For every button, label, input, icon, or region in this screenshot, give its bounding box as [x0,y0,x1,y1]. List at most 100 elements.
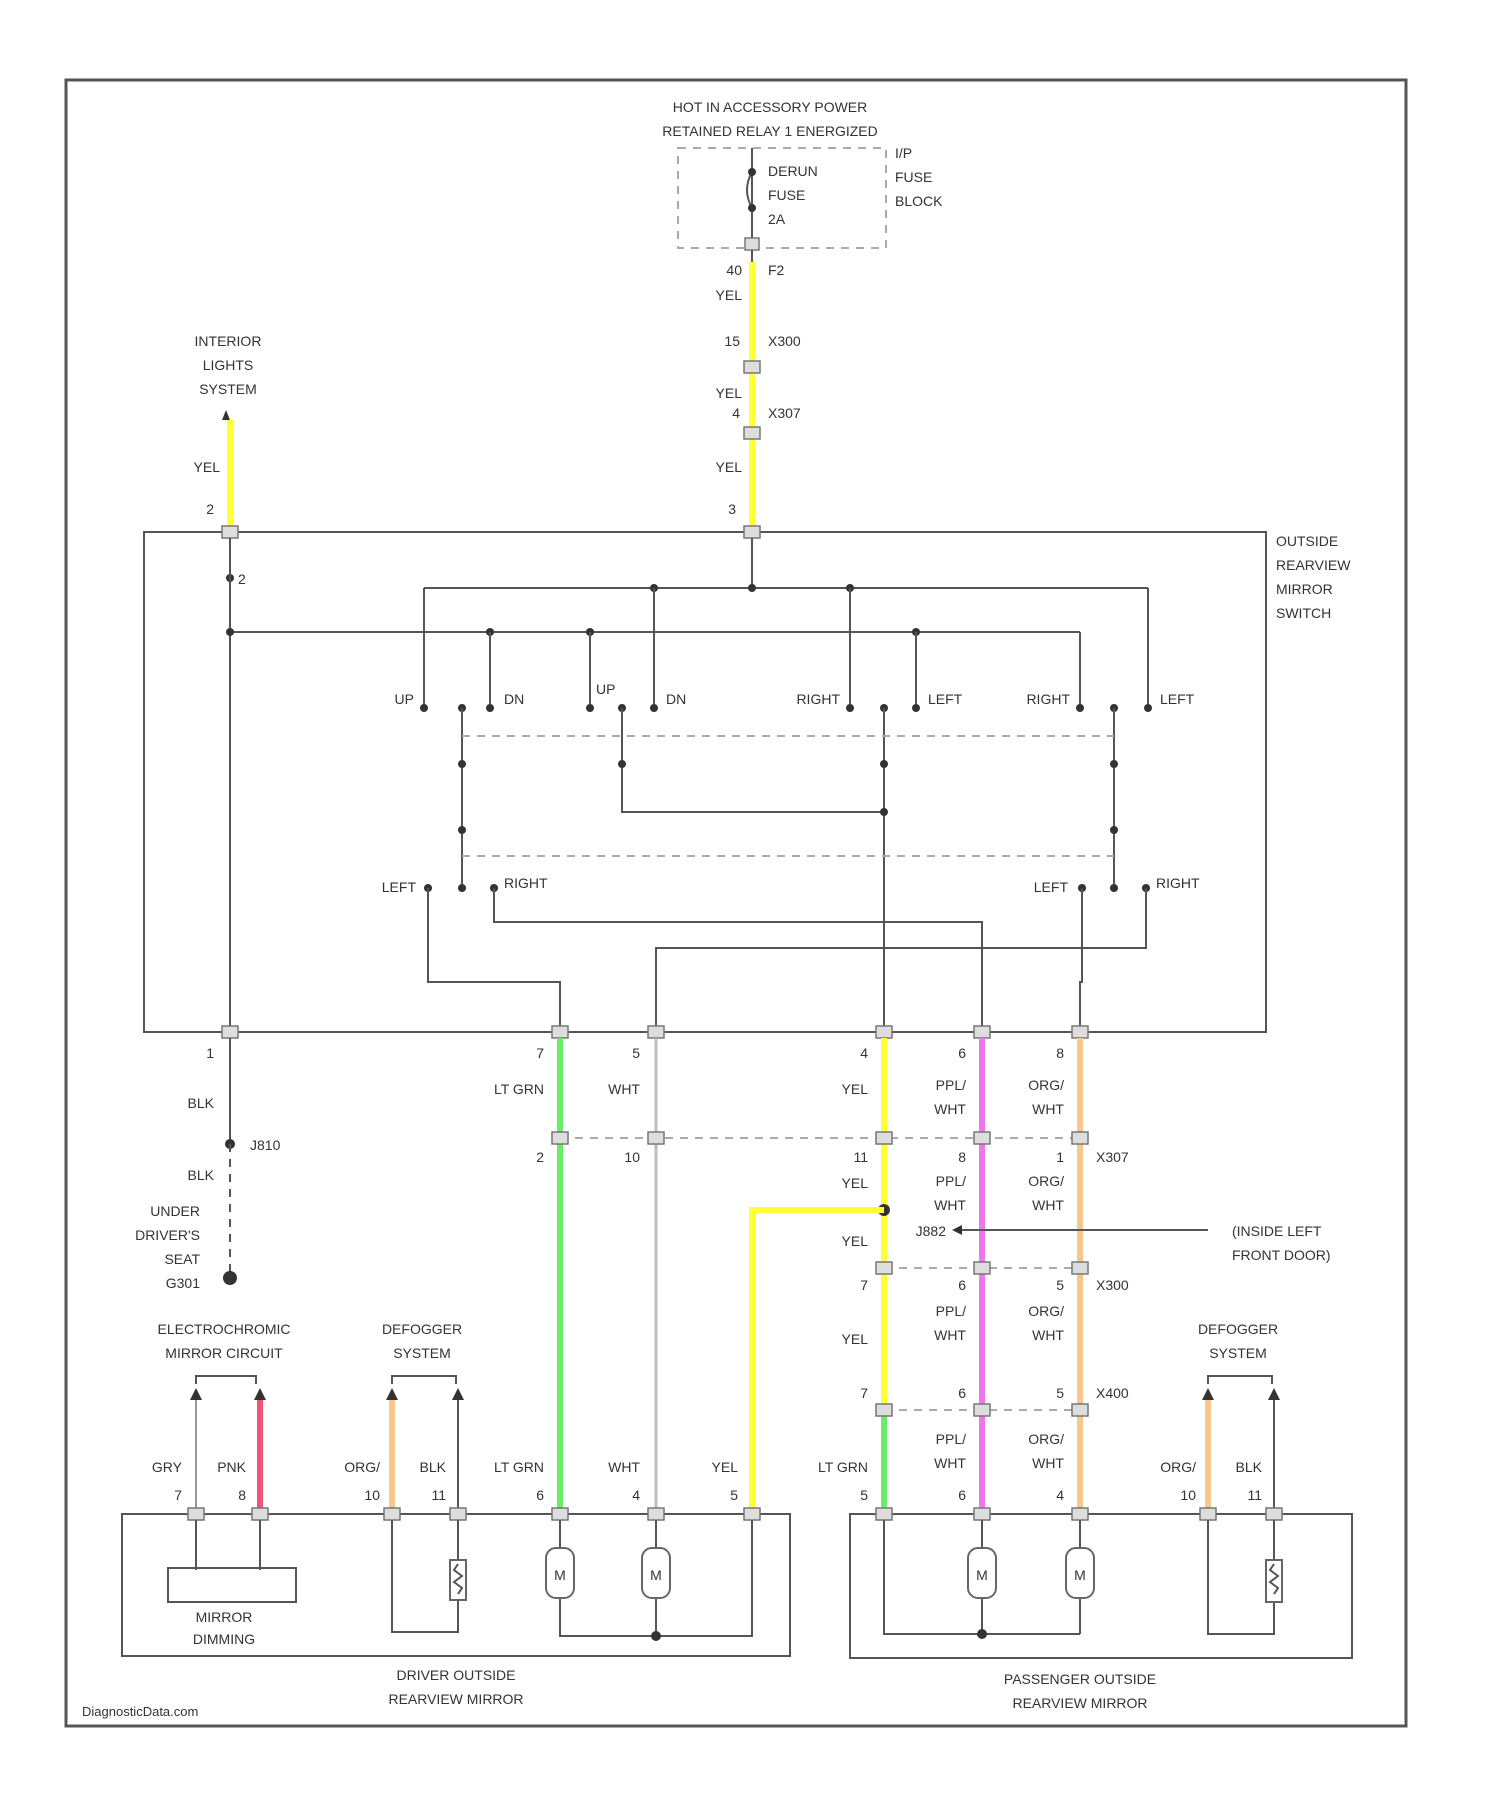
gry-arrow-icon [190,1388,202,1400]
x307-row-name: X307 [1096,1149,1129,1165]
label-dn-2: DN [666,691,686,707]
power-yel-label-3: YEL [716,459,743,475]
ground-label-4: G301 [166,1275,200,1291]
motor-3-label: M [976,1567,988,1583]
x300-row-pin-3: 5 [1056,1277,1064,1293]
switch-label-4: SWITCH [1276,605,1331,621]
ip-label-3: BLOCK [895,193,943,209]
ppl-label-2: PPL/ [936,1173,966,1189]
motor-4-label: M [1074,1567,1086,1583]
label-up-1: UP [395,691,414,707]
def-label-1: DEFOGGER [382,1321,462,1337]
x300-pin: 15 [724,333,740,349]
gry-label: GRY [152,1459,183,1475]
ppl-label-1: PPL/ [936,1077,966,1093]
x307-row-pin-3: 11 [853,1149,868,1165]
interior-arrow-icon [222,410,230,420]
switch-bottom-pin-1: 1 [206,1045,214,1061]
label-dn-1: DN [504,691,524,707]
org-label-4: ORG/ [1028,1431,1064,1447]
org-label-3: ORG/ [1028,1303,1064,1319]
org-arrow-icon-d [386,1388,398,1400]
driver-pin-2: 8 [238,1487,246,1503]
x307-pin: 4 [732,405,740,421]
wht-sub-label-2: WHT [1032,1101,1064,1117]
passenger-pin-1: 5 [860,1487,868,1503]
driver-name-2: REARVIEW MIRROR [388,1691,523,1707]
x307-row-pin-5: 1 [1056,1149,1064,1165]
label-right-2: RIGHT [1026,691,1070,707]
switch-drops [424,588,1148,706]
switch-bottom-pin-2: 7 [536,1045,544,1061]
x400-row-name: X400 [1096,1385,1129,1401]
x307-row-pin-2: 10 [624,1149,640,1165]
wht-label-1: WHT [608,1081,640,1097]
org-label-p: ORG/ [1160,1459,1196,1475]
j882-arrow-icon [952,1225,962,1235]
ppl-label-3: PPL/ [936,1303,966,1319]
passenger-name-1: PASSENGER OUTSIDE [1004,1671,1156,1687]
wht-label-2: WHT [608,1459,640,1475]
passenger-pin-3: 4 [1056,1487,1064,1503]
driver-pin-1: 7 [174,1487,182,1503]
yel-label-r2: YEL [842,1175,869,1191]
dim-label-1: MIRROR [196,1609,253,1625]
passenger-common-dot [977,1629,987,1639]
x307-name: X307 [768,405,801,421]
pnk-arrow-icon [254,1388,266,1400]
contact-dot-a [880,808,888,816]
lt-grn-label-r: LT GRN [818,1459,868,1475]
ppl-label-4: PPL/ [936,1431,966,1447]
blk-label-d: BLK [420,1459,447,1475]
passenger-pin-4: 10 [1180,1487,1196,1503]
x400-row-pin-3: 5 [1056,1385,1064,1401]
pnk-label: PNK [217,1459,246,1475]
ip-label-1: I/P [895,145,912,161]
link-dots [458,760,1118,834]
elec-label-1: ELECTROCHROMIC [157,1321,290,1337]
switch-bottom-pin-6: 8 [1056,1045,1064,1061]
x300-connector-top [744,361,760,373]
switch-conn-left [222,526,238,538]
watermark: DiagnosticData.com [82,1704,198,1719]
label-up-2: UP [596,681,615,697]
wht-sub-label-1: WHT [934,1101,966,1117]
passenger-pin-5: 11 [1247,1487,1262,1503]
door-label-2: FRONT DOOR) [1232,1247,1331,1263]
def-bracket [392,1376,456,1384]
org-label-d: ORG/ [344,1459,380,1475]
blk-arrow-icon-d [452,1388,464,1400]
passenger-name-2: REARVIEW MIRROR [1012,1695,1147,1711]
blk-label-p: BLK [1236,1459,1263,1475]
fuse-label-2: FUSE [768,187,805,203]
g301-ground [223,1271,237,1285]
interior-label-1: INTERIOR [195,333,262,349]
driver-name-1: DRIVER OUTSIDE [396,1667,515,1683]
j810-label: J810 [250,1137,281,1153]
output-runs [428,888,1146,1030]
interior-yel-label: YEL [194,459,221,475]
blk-arrow-icon-p [1268,1388,1280,1400]
elec-label-2: MIRROR CIRCUIT [165,1345,283,1361]
label-left-2: LEFT [1160,691,1195,707]
switch-label-3: MIRROR [1276,581,1333,597]
wht-sub-label-5: WHT [934,1327,966,1343]
heater-element-p [1266,1560,1282,1602]
power-rail-dot-2 [748,584,756,592]
wht-sub-label-3: WHT [934,1197,966,1213]
ip-label-2: FUSE [895,169,932,185]
door-label-1: (INSIDE LEFT [1232,1223,1322,1239]
fuse-label-3: 2A [768,211,786,227]
ground-rail-dot-left [226,628,234,636]
x300-row-pin-1: 7 [860,1277,868,1293]
switch-bottom-pin-3: 5 [632,1045,640,1061]
wht-sub-label-6: WHT [1032,1327,1064,1343]
j882-label: J882 [916,1223,947,1239]
yel-label-d: YEL [712,1459,739,1475]
pin-top: 40 [726,262,742,278]
label-right-1: RIGHT [796,691,840,707]
mirror-switch-box [144,532,1266,1032]
ground-label-1: UNDER [150,1203,200,1219]
label-right-4: RIGHT [1156,875,1200,891]
org-label-1: ORG/ [1028,1077,1064,1093]
